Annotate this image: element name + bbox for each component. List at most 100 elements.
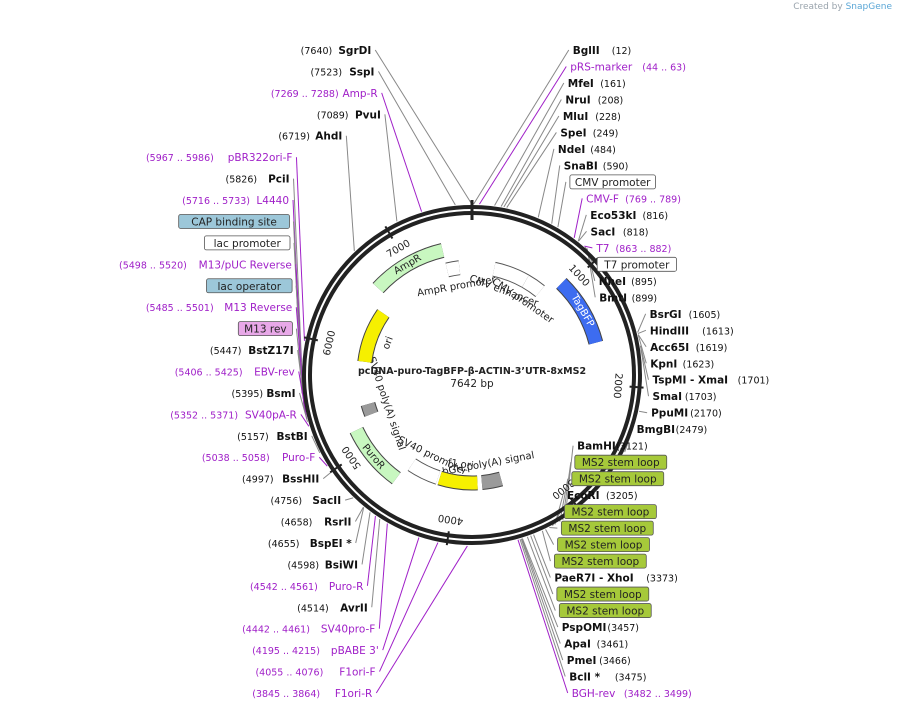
feature-ampr-promoter[interactable]	[445, 261, 461, 277]
label-bstz17i[interactable]: BstZ17I(5447)	[210, 345, 294, 357]
label-puro-f[interactable]: Puro-F(5038 .. 5058)	[202, 452, 315, 464]
feature-label: AmpR promoter	[416, 274, 497, 299]
label-eco53ki[interactable]: Eco53kI(816)	[590, 210, 668, 222]
label-ndei[interactable]: NdeI(484)	[558, 144, 616, 156]
label-mfei[interactable]: MfeI(161)	[568, 78, 626, 90]
label-bmti[interactable]: BmtI(899)	[599, 292, 657, 304]
label-paer7i-xhoi[interactable]: PaeR7I - XhoI(3373)	[554, 573, 677, 585]
label-ebv-rev[interactable]: EBV-rev(5406 .. 5425)	[175, 367, 295, 379]
label-ms2-stem-loop[interactable]: MS2 stem loop	[564, 504, 657, 520]
label-bglii[interactable]: BglII(12)	[573, 45, 632, 57]
label-lac-promoter[interactable]: lac promoter	[203, 235, 291, 251]
feature-f1-ori[interactable]	[437, 471, 478, 490]
label-sspi[interactable]: SspI(7523)	[310, 66, 374, 78]
ruler-label: 2000	[611, 373, 624, 399]
label-pvui[interactable]: PvuI(7089)	[317, 109, 381, 121]
feature-ampr[interactable]	[373, 244, 445, 293]
label-bstbi[interactable]: BstBI(5157)	[237, 431, 308, 443]
label-cmv-f[interactable]: CMV-F(769 .. 789)	[586, 193, 681, 205]
label-amp-r[interactable]: Amp-R(7269 .. 7288)	[271, 88, 378, 100]
label-saci[interactable]: SacI(818)	[591, 226, 649, 238]
label-ms2-stem-loop[interactable]: MS2 stem loop	[558, 603, 652, 618]
label-pspomi[interactable]: PspOMI(3457)	[562, 622, 639, 634]
label-nrui[interactable]: NruI(208)	[565, 94, 623, 106]
label-pmei[interactable]: PmeI(3466)	[567, 655, 631, 667]
label-bsmi[interactable]: BsmI(5395)	[232, 388, 296, 400]
label-rsrii[interactable]: RsrII(4658)	[281, 517, 352, 529]
label-position: (1623)	[683, 359, 715, 370]
label-text: PpuMI	[651, 408, 688, 420]
label-cap-binding-site[interactable]: CAP binding site	[178, 214, 290, 229]
label-text: lac operator	[217, 281, 281, 293]
label-ms2-stem-loop[interactable]: MS2 stem loop	[553, 553, 647, 569]
site-labels[interactable]: BglII(12) pRS-marker(44 .. 63) MfeI(161) Nr…	[119, 45, 769, 700]
label-bmgbi[interactable]: BmgBI(2479)	[637, 424, 708, 436]
label-m13-puc-reverse[interactable]: M13/pUC Reverse(5498 .. 5520)	[119, 259, 292, 271]
label-m13-rev[interactable]: M13 rev	[237, 321, 293, 337]
label-smai[interactable]: SmaI(1703)	[653, 391, 717, 403]
label-ms2-stem-loop[interactable]: MS2 stem loop	[574, 454, 668, 470]
label-f1ori-f[interactable]: F1ori-F(4055 .. 4076)	[255, 667, 375, 679]
label-sgrdi[interactable]: SgrDI(7640)	[301, 45, 372, 57]
label-mlui[interactable]: MluI(228)	[563, 111, 621, 123]
label-ms2-stem-loop[interactable]: MS2 stem loop	[556, 586, 650, 602]
label-text: CMV promoter	[575, 177, 651, 189]
label-m13-reverse[interactable]: M13 Reverse(5485 .. 5501)	[146, 302, 292, 314]
label-kpni[interactable]: KpnI(1623)	[650, 358, 714, 370]
label-bamhi[interactable]: BamHI(3121)	[577, 441, 648, 453]
label-ppumi[interactable]: PpuMI(2170)	[651, 408, 722, 420]
label-bsiwi[interactable]: BsiWI(4598)	[287, 559, 358, 571]
label-ecori[interactable]: EcoRI(3205)	[567, 490, 638, 502]
label-text: Amp-R	[343, 88, 378, 100]
feature-cmv-promoter[interactable]	[522, 275, 545, 297]
label-pcii[interactable]: PciI(5826)	[226, 174, 290, 186]
label-avrii[interactable]: AvrII(4514)	[297, 602, 368, 614]
label-cmv-promoter[interactable]: CMV promoter	[569, 174, 656, 190]
label-text: MluI	[563, 111, 588, 123]
label-position: (1701)	[738, 376, 770, 387]
label-text: PciI	[268, 174, 289, 186]
label-text: NruI	[565, 94, 590, 106]
label-position: (5157)	[237, 432, 269, 443]
label-acc65i[interactable]: Acc65I(1619)	[650, 342, 727, 354]
label-apai[interactable]: ApaI(3461)	[564, 639, 628, 651]
label-pbr322ori-f[interactable]: pBR322ori-F(5967 .. 5986)	[146, 152, 292, 164]
feature-tagbfp[interactable]	[556, 278, 603, 345]
label-position: (3205)	[606, 491, 638, 502]
leader-line	[473, 49, 570, 205]
feature-sv40-poly-a-signal[interactable]	[361, 402, 378, 417]
label-nhei[interactable]: NheI(895)	[599, 276, 657, 288]
label-lac-operator[interactable]: lac operator	[206, 278, 293, 294]
label-position: (5352 .. 5371)	[170, 410, 238, 421]
label-sv40pa-r[interactable]: SV40pA-R(5352 .. 5371)	[170, 409, 297, 421]
label-sv40pro-f[interactable]: SV40pro-F(4442 .. 4461)	[242, 624, 375, 636]
label-f1ori-r[interactable]: F1ori-R(3845 .. 3864)	[252, 688, 372, 700]
label-ms2-stem-loop[interactable]: MS2 stem loop	[571, 471, 665, 487]
label-bgh-rev[interactable]: BGH-rev(3482 .. 3499)	[572, 688, 692, 700]
label-sacii[interactable]: SacII(4756)	[271, 495, 342, 507]
leader-line	[584, 245, 593, 249]
label-l4440[interactable]: L4440(5716 .. 5733)	[182, 195, 289, 207]
feature-ori[interactable]	[358, 309, 389, 363]
label-puro-r[interactable]: Puro-R(4542 .. 4561)	[250, 581, 363, 593]
feature-bgh-poly-a-signal[interactable]	[481, 472, 503, 490]
label-bsshii[interactable]: BssHII(4997)	[242, 474, 319, 486]
feature-sv40-promoter[interactable]	[408, 459, 441, 484]
label-bspei[interactable]: BspEI *(4655)	[268, 538, 352, 550]
leader-line	[500, 99, 562, 207]
label-hindiii[interactable]: HindIII(1613)	[650, 325, 734, 337]
label-bcli[interactable]: BclI *(3475)	[569, 672, 646, 684]
label-t7[interactable]: T7(863 .. 882)	[595, 243, 671, 255]
label-prs-marker[interactable]: pRS-marker(44 .. 63)	[570, 61, 686, 73]
feature-puror[interactable]	[350, 427, 401, 484]
label-t7-promoter[interactable]: T7 promoter	[596, 256, 677, 272]
label-snabi[interactable]: SnaBI(590)	[564, 160, 629, 172]
label-tspmi-xmai[interactable]: TspMI - XmaI(1701)	[652, 375, 769, 387]
label-ms2-stem-loop[interactable]: MS2 stem loop	[557, 537, 650, 553]
feature-cmv-enhancer[interactable]	[492, 262, 529, 287]
label-bsrgi[interactable]: BsrGI(1605)	[650, 309, 721, 321]
label-pbabe-3[interactable]: pBABE 3'(4195 .. 4215)	[252, 645, 379, 657]
label-ms2-stem-loop[interactable]: MS2 stem loop	[560, 520, 654, 536]
label-ahdi[interactable]: AhdI(6719)	[278, 131, 342, 143]
label-spei[interactable]: SpeI(249)	[560, 127, 618, 139]
